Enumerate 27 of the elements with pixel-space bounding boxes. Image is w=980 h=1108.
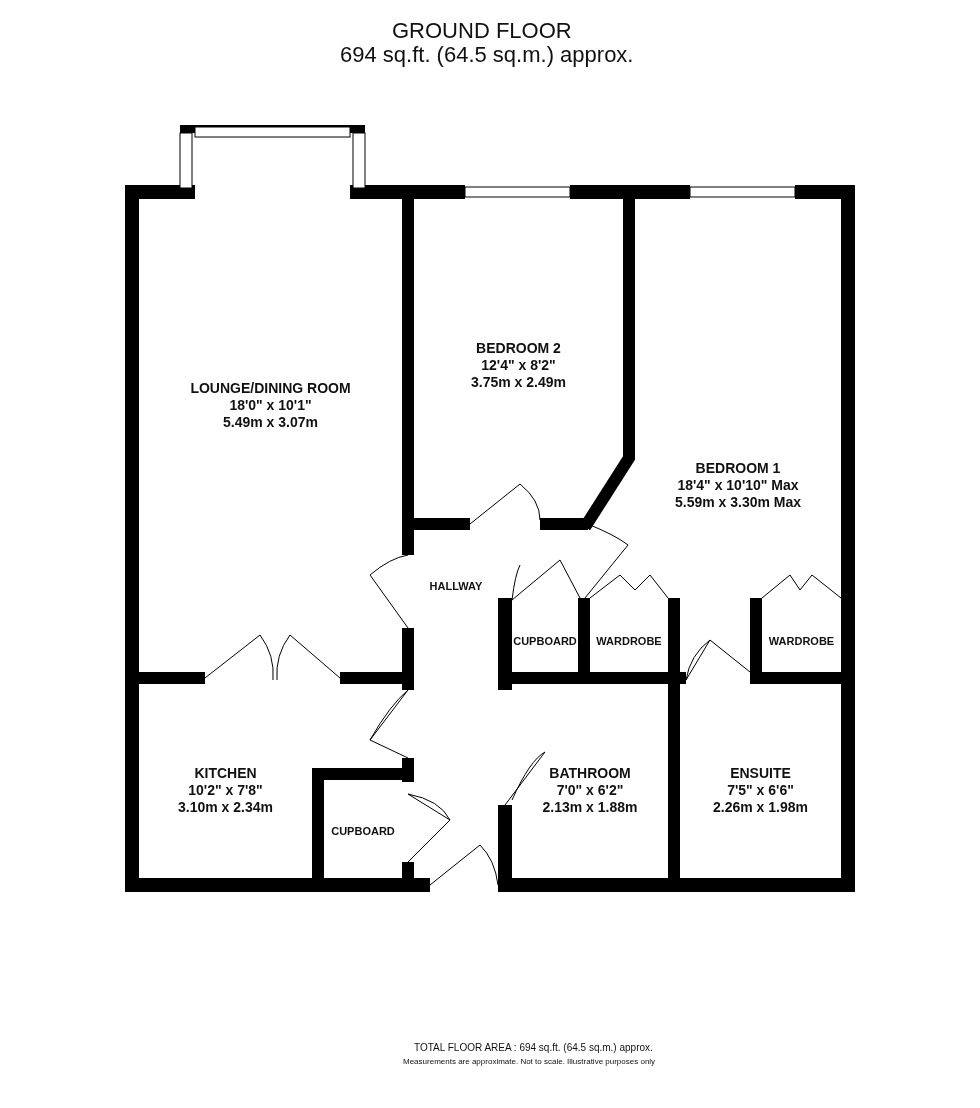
area-note: 694 sq.ft. (64.5 sq.m.) approx. xyxy=(340,42,634,68)
room-dimensions: 2.26m x 1.98m xyxy=(713,798,808,816)
room-name: HALLWAY xyxy=(429,578,483,594)
room-dimensions: 3.75m x 2.49m xyxy=(471,373,566,391)
room-dimensions: 2.13m x 1.88m xyxy=(542,798,638,816)
room-name: ENSUITE xyxy=(730,764,791,782)
room-name: CUPBOARD xyxy=(331,823,395,839)
room-dimensions: 18'0" x 10'1" xyxy=(229,396,312,414)
room-name: LOUNGE/DINING ROOM xyxy=(190,379,351,397)
room-name: BATHROOM xyxy=(549,764,631,782)
disclaimer-note: Measurements are approximate. Not to scale. Illustrative purposes only xyxy=(403,1057,656,1066)
room-dimensions: 12'4" x 8'2" xyxy=(481,356,556,374)
room-dimensions: 7'0" x 6'2" xyxy=(556,781,624,799)
plan-title: GROUND FLOOR xyxy=(392,18,572,44)
room-dimensions: 3.10m x 2.34m xyxy=(178,798,273,816)
room-name: KITCHEN xyxy=(194,764,257,782)
room-name: BEDROOM 1 xyxy=(695,459,781,477)
total-area-note: TOTAL FLOOR AREA : 694 sq.ft. (64.5 sq.m.) approx. xyxy=(414,1042,653,1053)
room-name: WARDROBE xyxy=(596,633,662,649)
room-dimensions: 5.49m x 3.07m xyxy=(223,413,318,431)
room-dimensions: 5.59m x 3.30m Max xyxy=(674,493,802,511)
room-dimensions: 18'4" x 10'10" Max xyxy=(677,476,799,494)
room-dimensions: 10'2" x 7'8" xyxy=(188,781,263,799)
room-name: CUPBOARD xyxy=(513,633,577,649)
room-name: BEDROOM 2 xyxy=(476,339,561,357)
room-dimensions: 7'5" x 6'6" xyxy=(727,781,794,799)
room-name: WARDROBE xyxy=(768,633,835,649)
